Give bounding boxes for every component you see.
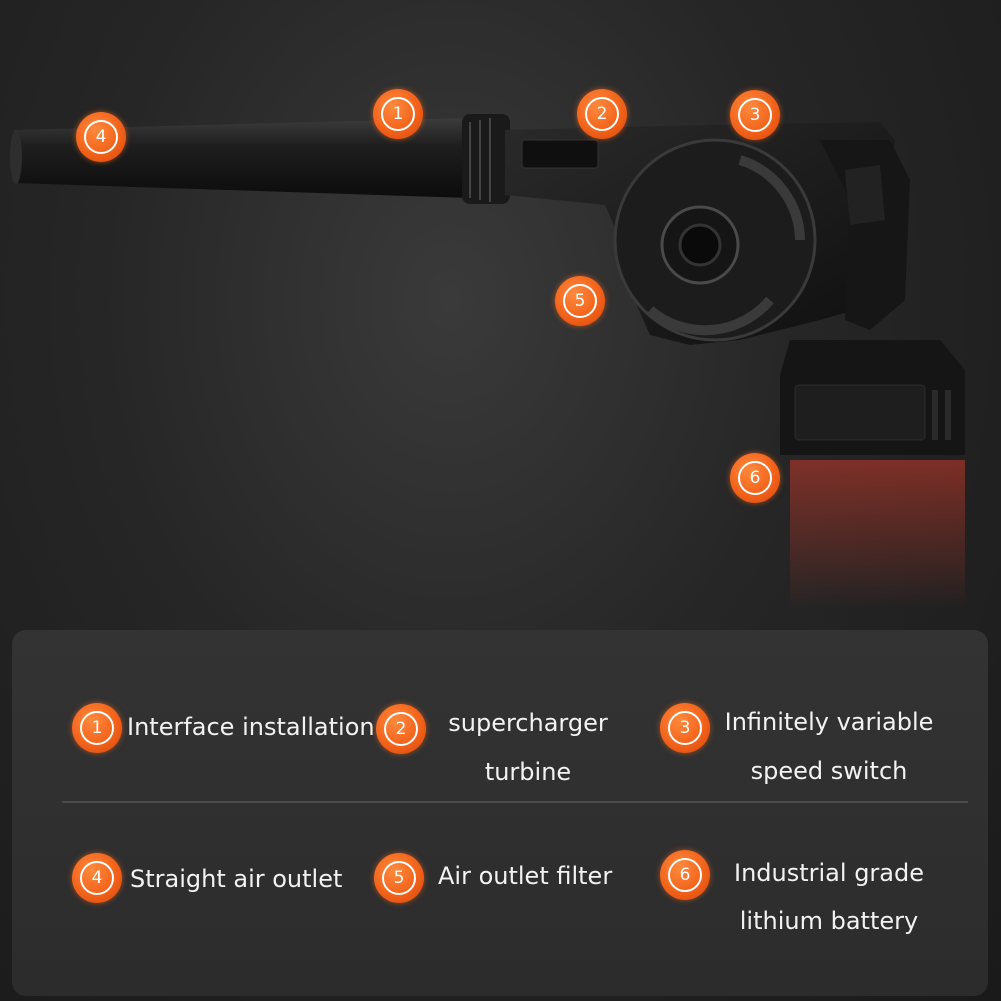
product-photo: 1 2 3 4 5 6 <box>10 89 965 610</box>
blower-illustration <box>10 114 965 610</box>
air-tube <box>14 118 470 198</box>
callout-marker-2: 2 <box>577 89 627 139</box>
legend-badge-3: 3 <box>660 703 710 753</box>
legend-badge-2: 2 <box>376 704 426 754</box>
legend-badge-4: 4 <box>72 853 122 903</box>
tube-opening <box>10 130 22 184</box>
top-vent <box>521 139 599 169</box>
callout-marker-5: 5 <box>555 276 605 326</box>
callout-marker-6: 6 <box>730 453 780 503</box>
legend-panel <box>12 630 988 996</box>
legend-badge-5: 5 <box>374 853 424 903</box>
handle <box>820 140 910 330</box>
callout-marker-4: 4 <box>76 112 126 162</box>
legend-label-3-line2: speed switch <box>750 757 908 785</box>
speed-switch <box>845 165 885 225</box>
legend-label-3-line1: Infinitely variable <box>724 708 934 736</box>
callout-marker-1: 1 <box>373 89 423 139</box>
legend-label-4: Straight air outlet <box>130 865 343 893</box>
legend-label-6-line1: Industrial grade <box>734 859 924 887</box>
legend-label-6-line2: lithium battery <box>739 907 919 935</box>
legend-badge-1: 1 <box>72 703 122 753</box>
legend-label-5: Air outlet filter <box>438 862 613 890</box>
interface-ring <box>462 114 510 204</box>
callout-marker-3: 3 <box>730 90 780 140</box>
legend-badge-6: 6 <box>660 850 710 900</box>
floor-reflection <box>790 460 965 610</box>
legend-divider <box>62 801 968 803</box>
legend-label-1: Interface installation <box>127 713 375 741</box>
legend-label-2-line2: turbine <box>484 758 572 786</box>
legend-label-2-line1: supercharger <box>448 709 608 737</box>
